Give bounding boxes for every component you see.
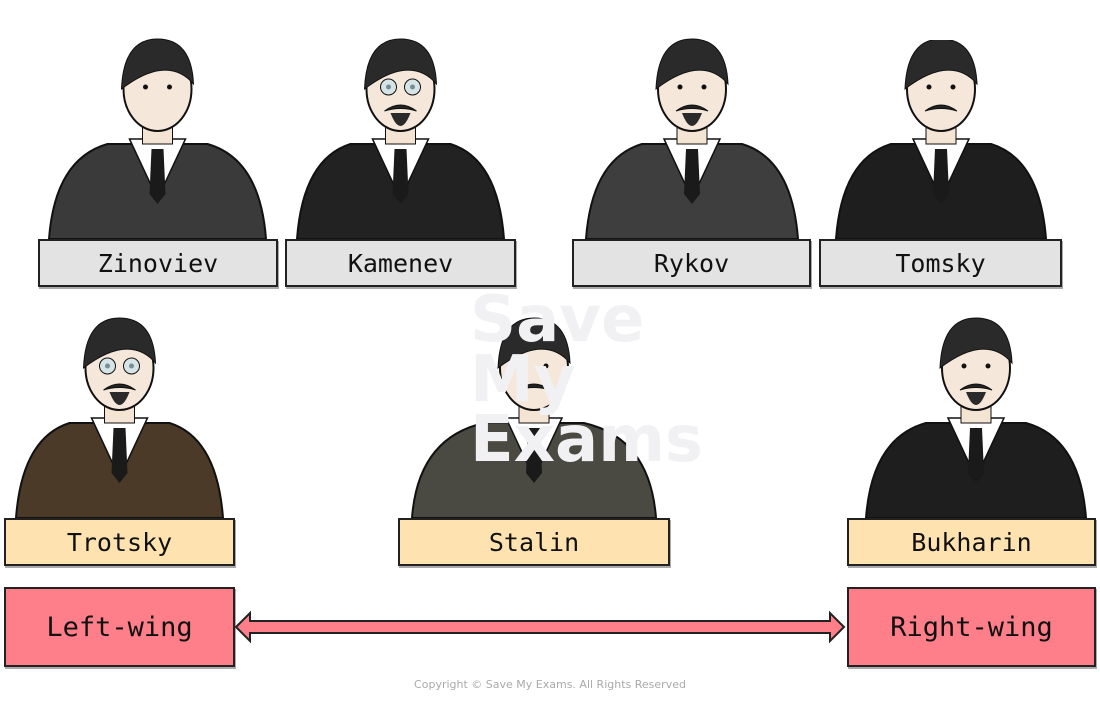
label-stalin: Stalin (398, 518, 670, 566)
portrait-rykov (584, 38, 800, 239)
watermark-logo: Save My Exams (470, 283, 703, 477)
portrait-tomsky (834, 40, 1048, 239)
label-kamenev: Kamenev (285, 239, 516, 287)
label-rykov: Rykov (572, 239, 811, 287)
portrait-zinoviev (47, 38, 268, 239)
label-tomsky: Tomsky (819, 239, 1062, 287)
portrait-bukharin (864, 317, 1088, 518)
double-arrow (234, 610, 846, 644)
label-zinoviev: Zinoviev (38, 239, 278, 287)
copyright-text: Copyright © Save My Exams. All Rights Re… (414, 678, 686, 691)
portrait-kamenev (295, 38, 506, 239)
label-bukharin: Bukharin (847, 518, 1096, 566)
left-wing-box: Left-wing (4, 587, 235, 667)
portrait-trotsky (14, 317, 225, 518)
portrait-stalin (410, 317, 658, 518)
right-wing-box: Right-wing (847, 587, 1096, 667)
label-trotsky: Trotsky (4, 518, 235, 566)
